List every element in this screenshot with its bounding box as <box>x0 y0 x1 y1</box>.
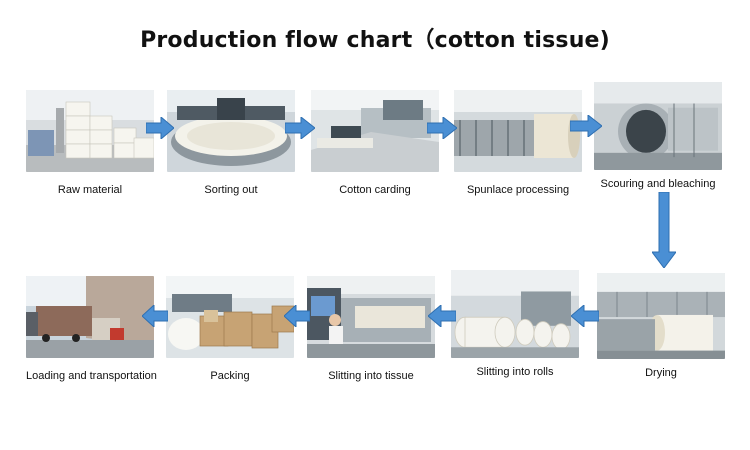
dryer-roll-photo <box>597 273 725 359</box>
step-scouring-bleaching: Scouring and bleaching <box>594 82 722 190</box>
flow-arrow-right-icon <box>285 117 315 139</box>
flow-arrow-left-icon <box>571 305 599 327</box>
carding-machine-photo <box>311 90 439 172</box>
step-label: Cotton carding <box>339 184 411 196</box>
spunlace-line-photo <box>454 90 582 172</box>
step-slitting-tissue: Slitting into tissue <box>307 276 435 382</box>
step-label: Drying <box>645 367 677 379</box>
flow-arrow-left-icon <box>284 305 310 327</box>
step-label: Scouring and bleaching <box>600 178 716 190</box>
raw-material-photo <box>26 90 154 172</box>
flow-arrow-right-icon <box>570 115 602 137</box>
bleaching-tank-photo <box>594 82 722 170</box>
flow-arrow-down-icon <box>652 192 676 268</box>
sorting-machine-photo <box>167 90 295 172</box>
flow-arrow-right-icon <box>146 117 174 139</box>
tissue-slitter-photo <box>307 276 435 358</box>
step-loading-transportation: Loading and transportation <box>26 276 157 382</box>
step-slitting-rolls: Slitting into rolls <box>451 270 579 378</box>
flow-arrow-right-icon <box>427 117 457 139</box>
step-label: Slitting into tissue <box>328 370 414 382</box>
step-drying: Drying <box>597 273 725 379</box>
page-title: Production flow chart（cotton tissue) <box>140 28 610 53</box>
step-sorting-out: Sorting out <box>167 90 295 196</box>
step-label: Slitting into rolls <box>476 366 554 378</box>
step-label: Packing <box>210 370 250 382</box>
step-packing: Packing <box>166 276 294 382</box>
step-cotton-carding: Cotton carding <box>311 90 439 196</box>
step-label: Sorting out <box>204 184 258 196</box>
packing-cartons-photo <box>166 276 294 358</box>
roll-slitter-photo <box>451 270 579 358</box>
flow-arrow-left-icon <box>428 305 456 327</box>
flow-arrow-left-icon <box>142 305 168 327</box>
step-label: Raw material <box>57 184 123 196</box>
step-label: Loading and transportation <box>26 370 157 382</box>
truck-loading-photo <box>26 276 154 358</box>
step-label: Spunlace processing <box>466 184 570 196</box>
step-raw-material: Raw material <box>26 90 154 196</box>
step-spunlace: Spunlace processing <box>454 90 582 196</box>
